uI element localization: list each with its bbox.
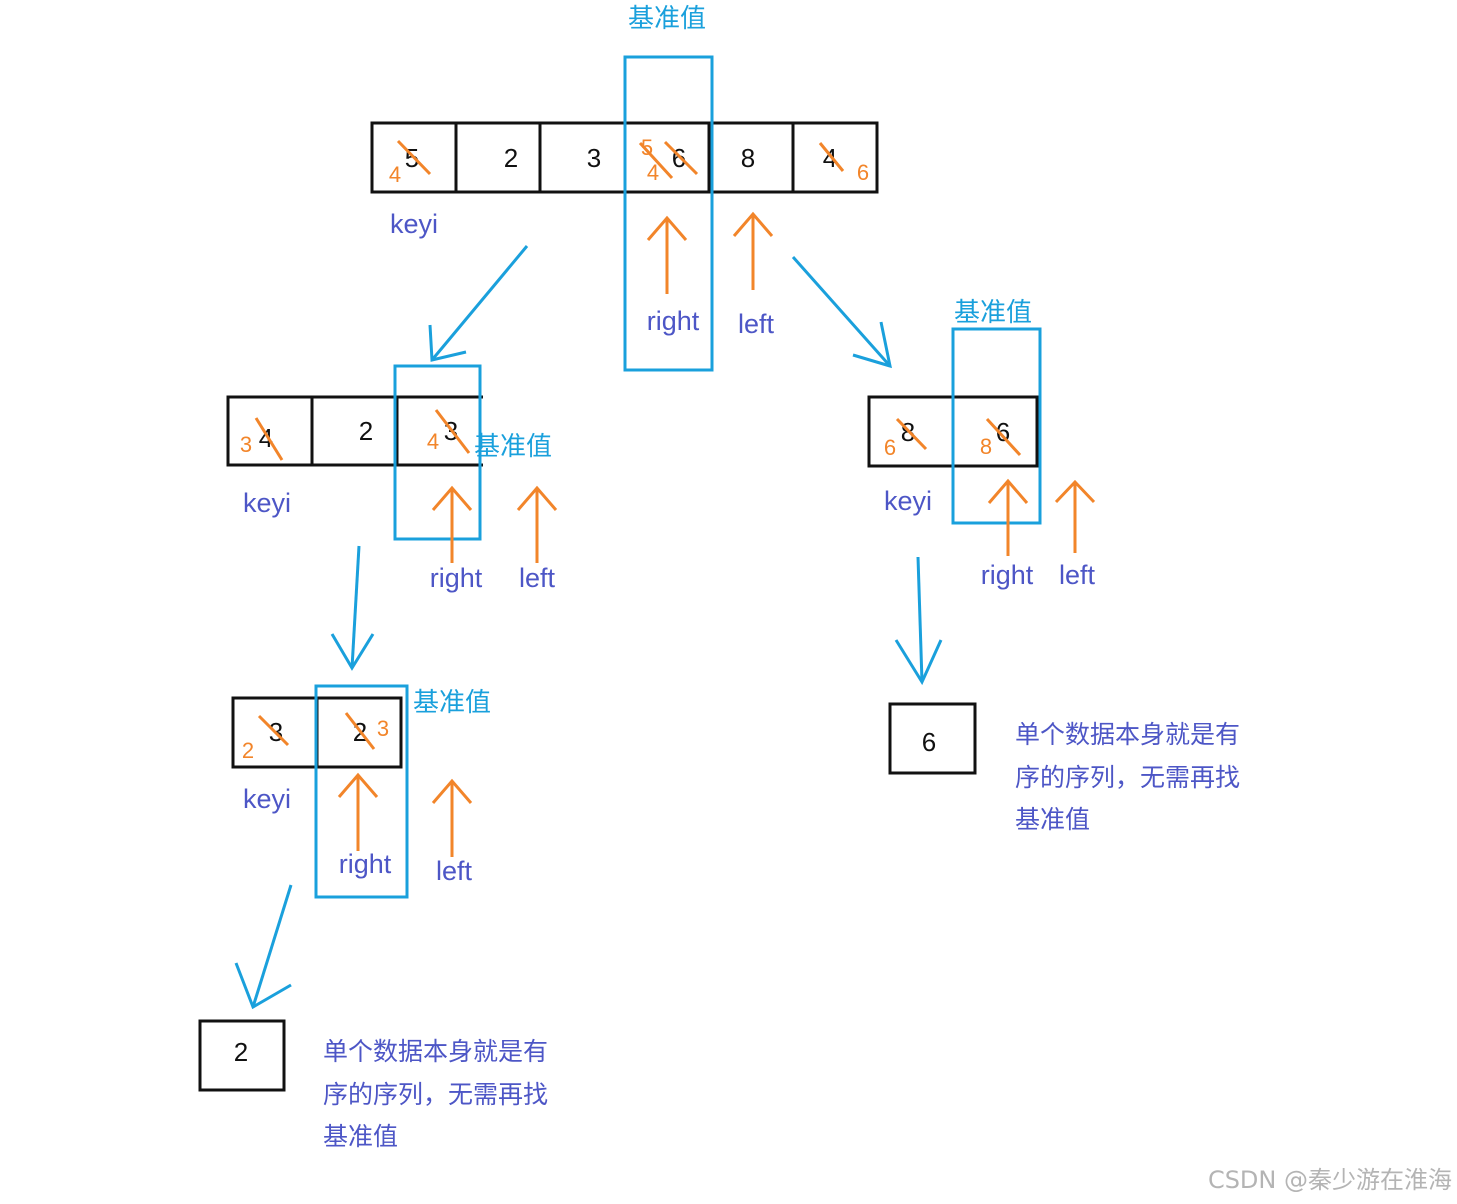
bottom-level-left-arrow (431, 778, 473, 857)
bottom-level-ann-cell0: 2 (242, 738, 254, 763)
left-level-cell-1: 2 (359, 416, 373, 446)
top-right-pointer-arrow (646, 215, 688, 294)
right-level-ann-cell0: 6 (884, 435, 896, 460)
top-left-label: left (738, 309, 775, 339)
top-cell-2: 3 (587, 143, 601, 173)
right-level-pivot-label: 基准值 (954, 298, 1032, 328)
right-level-right-label: right (981, 560, 1034, 590)
single-left-box (198, 1019, 286, 1092)
strike-mark (254, 417, 284, 461)
recurse-left-arrow (428, 245, 529, 362)
single-right-note-line-2: 序的序列，无需再找 (1015, 763, 1240, 792)
left-level-pivot-label: 基准值 (474, 432, 552, 462)
top-ann-cell3-top: 5 (641, 135, 653, 160)
recurse-down-right-arrow (894, 556, 943, 686)
left-level-ann-cell2: 4 (427, 429, 439, 454)
single-left-note-line-1: 单个数据本身就是有 (323, 1037, 548, 1066)
top-right-label: right (647, 306, 700, 336)
top-ann-cell0: 4 (389, 162, 401, 187)
top-ann-cell3-mid: 4 (647, 160, 659, 185)
right-level-keyi-label: keyi (884, 486, 932, 516)
strike-mark (257, 714, 290, 747)
bottom-level-ann-cell1: 3 (377, 716, 389, 741)
top-pivot-box (623, 55, 714, 372)
left-level-right-label: right (430, 563, 483, 593)
left-level-left-label: left (519, 563, 556, 593)
top-pivot-label: 基准值 (628, 4, 706, 34)
right-level-pivot-box (951, 327, 1042, 525)
strike-mark (638, 141, 674, 180)
top-cell-1: 2 (504, 143, 518, 173)
left-level-right-arrow (431, 485, 473, 563)
right-level-left-label: left (1059, 560, 1096, 590)
recurse-right-arrow (791, 256, 892, 369)
single-left-note-line-2: 序的序列，无需再找 (323, 1080, 548, 1109)
single-right-note-line-1: 单个数据本身就是有 (1015, 720, 1240, 749)
strike-mark (895, 417, 928, 451)
bottom-level-keyi-label: keyi (243, 784, 291, 814)
strike-mark (818, 142, 845, 172)
single-right-box (888, 702, 977, 775)
single-right-note-line-3: 基准值 (1015, 805, 1090, 834)
right-level-ann-cell1: 8 (980, 434, 992, 459)
top-keyi-label: keyi (390, 209, 438, 239)
left-level-array: 4 2 3 3 4 (226, 395, 483, 467)
strike-mark (663, 140, 699, 176)
bottom-level-left-label: left (436, 856, 473, 886)
watermark: CSDN @秦少游在淮海 (1208, 1166, 1452, 1194)
top-left-pointer-arrow (732, 211, 774, 290)
recurse-down-left-arrow (330, 545, 375, 671)
single-left-value: 2 (234, 1037, 248, 1067)
recurse-down-bottom-arrow (234, 884, 293, 1010)
strike-mark (985, 417, 1022, 457)
single-left-note-line-3: 基准值 (323, 1122, 398, 1151)
top-cell-4: 8 (741, 143, 755, 173)
left-level-left-arrow (516, 485, 558, 563)
right-level-right-arrow (987, 478, 1029, 556)
top-cell-0: 5 (405, 143, 419, 173)
bottom-level-pivot-box (314, 684, 409, 899)
bottom-level-right-label: right (339, 849, 392, 879)
left-level-pivot-box (393, 364, 482, 541)
strike-mark (396, 139, 432, 176)
top-ann-cell5: 6 (857, 160, 869, 185)
bottom-level-pivot-label: 基准值 (413, 688, 491, 718)
right-level-left-arrow (1054, 479, 1096, 553)
single-right-value: 6 (922, 727, 936, 757)
strike-mark (344, 712, 376, 750)
bottom-level-right-arrow (337, 772, 379, 851)
left-level-outline (226, 395, 483, 467)
left-level-keyi-label: keyi (243, 488, 291, 518)
strike-mark (434, 409, 471, 454)
left-level-ann-cell0: 3 (240, 432, 252, 457)
